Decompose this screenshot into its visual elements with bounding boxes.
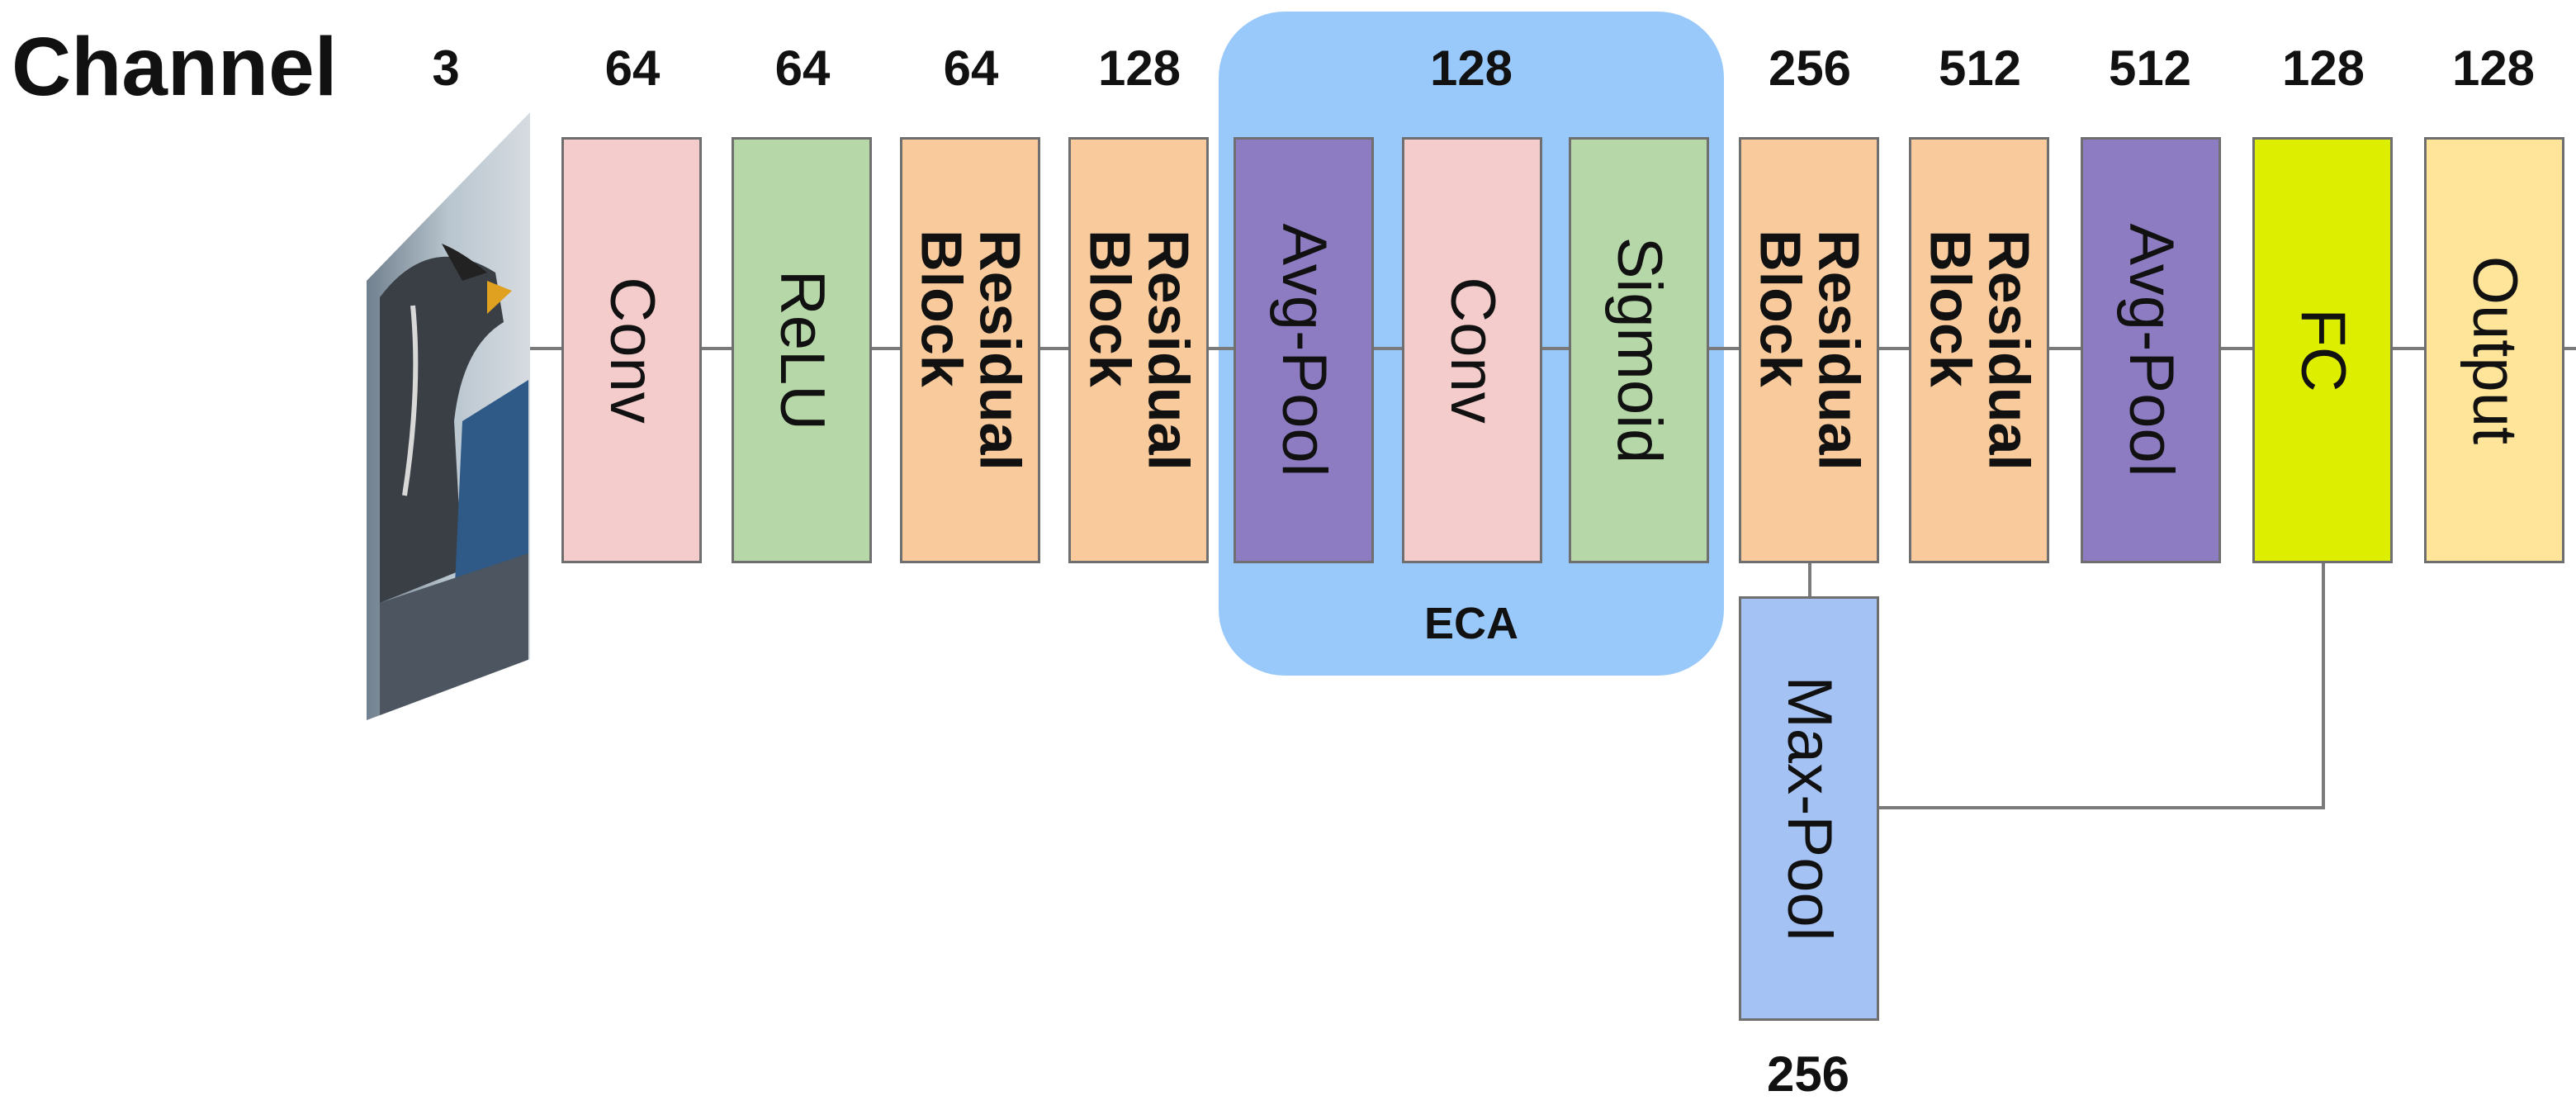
channel-output: 128 [2451, 40, 2536, 96]
channel-maxpool: 256 [1766, 1046, 1850, 1102]
eca-conv-block: Conv [1402, 137, 1542, 563]
channel-avgpool: 512 [2108, 40, 2192, 96]
fc-block-label: FC [2287, 308, 2358, 392]
residual-block-3-label: Residual Block [1748, 230, 1872, 471]
channel-conv: 64 [604, 40, 661, 96]
channel-eca: 128 [1429, 40, 1513, 96]
input-image [367, 112, 530, 720]
channel-res2: 128 [1097, 40, 1181, 96]
residual-block-3: Residual Block [1739, 137, 1879, 563]
channel-res1: 64 [943, 40, 999, 96]
res3-to-maxpool-line [1808, 563, 1811, 596]
maxpool-to-fc-line [1879, 806, 2325, 809]
channel-title: Channel [12, 21, 338, 113]
residual-block-4: Residual Block [1909, 137, 2049, 563]
conv-block: Conv [561, 137, 702, 563]
residual-block-1-label: Residual Block [909, 230, 1033, 471]
eca-avgpool-block: Avg-Pool [1234, 137, 1374, 563]
residual-block-4-label: Residual Block [1918, 230, 2042, 471]
eca-conv-label: Conv [1437, 277, 1508, 424]
main-connector-line [528, 347, 2576, 350]
conv-block-label: Conv [596, 277, 667, 424]
output-block: Output [2424, 137, 2564, 563]
maxpool-block-label: Max-Pool [1773, 676, 1844, 942]
avgpool-block: Avg-Pool [2081, 137, 2221, 563]
relu-block: ReLU [732, 137, 872, 563]
channel-relu: 64 [774, 40, 831, 96]
residual-block-1: Residual Block [900, 137, 1040, 563]
channel-fc: 128 [2281, 40, 2365, 96]
channel-res3: 256 [1768, 40, 1852, 96]
maxpool-block: Max-Pool [1739, 596, 1879, 1021]
avgpool-block-label: Avg-Pool [2115, 223, 2186, 477]
eca-sigmoid-label: Sigmoid [1603, 236, 1674, 464]
eca-avgpool-label: Avg-Pool [1268, 223, 1339, 477]
fc-down-line [2322, 563, 2325, 809]
relu-block-label: ReLU [766, 269, 837, 431]
eca-label: ECA [1423, 599, 1519, 648]
residual-block-2-label: Residual Block [1077, 230, 1201, 471]
fc-block: FC [2252, 137, 2393, 563]
residual-block-2: Residual Block [1068, 137, 1209, 563]
channel-res4: 512 [1938, 40, 2022, 96]
channel-input: 3 [432, 40, 460, 96]
output-block-label: Output [2459, 255, 2530, 445]
eca-sigmoid-block: Sigmoid [1569, 137, 1709, 563]
